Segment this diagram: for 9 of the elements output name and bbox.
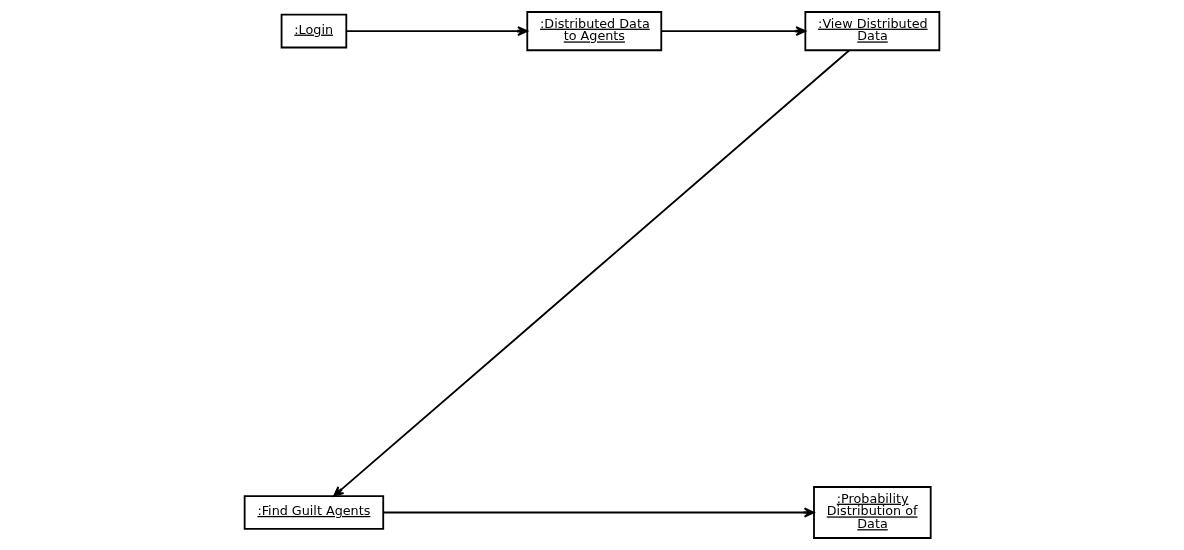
node-box: :Login: [280, 13, 348, 49]
node-box: :View Distributed Data: [804, 11, 941, 52]
arrow: [333, 49, 850, 497]
arrow: [382, 507, 815, 518]
node-box: :Probability Distribution of Data: [813, 486, 932, 539]
arrow: [345, 26, 529, 37]
node-box: :Distributed Data to Agents: [526, 11, 663, 52]
arrow: [660, 26, 807, 37]
node-box: :Find Guilt Agents: [243, 495, 385, 530]
